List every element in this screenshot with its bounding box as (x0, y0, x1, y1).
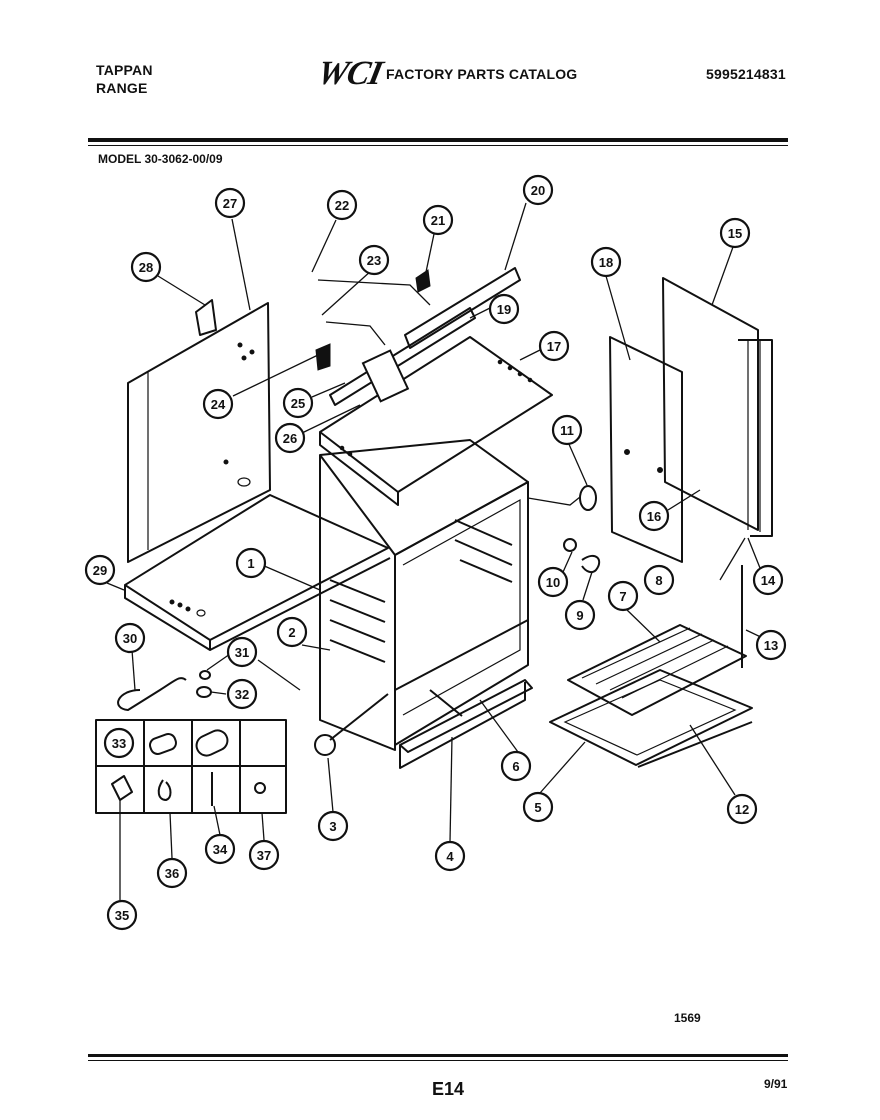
callout-label: 16 (647, 509, 661, 524)
callout-label: 1 (247, 556, 254, 571)
callout-label: 18 (599, 255, 613, 270)
callout-3: 3 (317, 810, 349, 842)
callout-label: 10 (546, 575, 560, 590)
oven-body (319, 439, 529, 751)
callout-20: 20 (522, 174, 554, 206)
callout-label: 2 (288, 625, 295, 640)
leader-lines (106, 202, 768, 900)
callout-11: 11 (551, 414, 583, 446)
callout-label: 5 (534, 800, 541, 815)
callout-label: 35 (115, 908, 129, 923)
callout-label: 27 (223, 196, 237, 211)
callout-label: 7 (619, 589, 626, 604)
callout-label: 13 (764, 638, 778, 653)
small-parts (117, 485, 753, 768)
callout-15: 15 (719, 217, 751, 249)
callout-label: 34 (213, 842, 228, 857)
callout-13: 13 (755, 629, 787, 661)
catalog-title: FACTORY PARTS CATALOG (386, 66, 578, 82)
callout-33: 33 (103, 727, 135, 759)
callout-27: 27 (214, 187, 246, 219)
model-number: MODEL 30-3062-00/09 (98, 152, 223, 166)
callout-29: 29 (84, 554, 116, 586)
callout-label: 12 (735, 802, 749, 817)
callout-label: 23 (367, 253, 381, 268)
callout-30: 30 (114, 622, 146, 654)
callout-2: 2 (276, 616, 308, 648)
callout-1: 1 (235, 547, 267, 579)
header-rule-thick (88, 138, 788, 142)
callout-label: 4 (446, 849, 454, 864)
callout-23: 23 (358, 244, 390, 276)
callout-37: 37 (248, 839, 280, 871)
callout-17: 17 (538, 330, 570, 362)
base-pan (124, 494, 391, 651)
page-code: E14 (432, 1079, 465, 1099)
gas-manifold (195, 267, 521, 406)
callout-label: 24 (211, 397, 226, 412)
callout-25: 25 (282, 387, 314, 419)
callout-26: 26 (274, 422, 306, 454)
callout-label: 17 (547, 339, 561, 354)
catalog-part-number: 5995214831 (706, 66, 786, 82)
footer-rule-thick (88, 1054, 788, 1057)
callout-6: 6 (500, 750, 532, 782)
side-panels (609, 277, 773, 563)
callout-label: 19 (497, 302, 511, 317)
callout-34: 34 (204, 833, 236, 865)
callout-16: 16 (638, 500, 670, 532)
callout-9: 9 (564, 599, 596, 631)
callout-label: 21 (431, 213, 445, 228)
accessory-parts-box (95, 719, 287, 814)
callout-label: 31 (235, 645, 249, 660)
callout-label: 26 (283, 431, 297, 446)
brand-line-1: TAPPAN (96, 62, 153, 78)
broiler-compartment (394, 619, 533, 769)
callout-35: 35 (106, 899, 138, 931)
callout-label: 8 (655, 573, 662, 588)
callout-32: 32 (226, 678, 258, 710)
callout-28: 28 (130, 251, 162, 283)
callout-19: 19 (488, 293, 520, 325)
callout-label: 33 (112, 736, 126, 751)
callout-22: 22 (326, 189, 358, 221)
callout-8: 8 (643, 564, 675, 596)
callout-label: 29 (93, 563, 107, 578)
brand-line-2: RANGE (96, 80, 148, 96)
callout-18: 18 (590, 246, 622, 278)
callout-label: 36 (165, 866, 179, 881)
callout-label: 30 (123, 631, 137, 646)
callout-7: 7 (607, 580, 639, 612)
callout-label: 6 (512, 759, 519, 774)
revision-date: 9/91 (764, 1077, 788, 1091)
back-panel (127, 302, 271, 563)
drawing-number: 1569 (674, 1011, 701, 1025)
callout-5: 5 (522, 791, 554, 823)
callout-36: 36 (156, 857, 188, 889)
callout-label: 9 (576, 608, 583, 623)
broiler-pan (549, 669, 753, 766)
callout-4: 4 (434, 840, 466, 872)
callout-label: 20 (531, 183, 545, 198)
callout-14: 14 (752, 564, 784, 596)
callout-label: 3 (329, 819, 336, 834)
callout-label: 15 (728, 226, 742, 241)
callout-label: 22 (335, 198, 349, 213)
callout-12: 12 (726, 793, 758, 825)
callout-10: 10 (537, 566, 569, 598)
callout-label: 14 (761, 573, 776, 588)
callout-21: 21 (422, 204, 454, 236)
footer-rule-thin (88, 1060, 788, 1061)
callout-24: 24 (202, 388, 234, 420)
callout-label: 37 (257, 848, 271, 863)
callout-label: 11 (560, 423, 574, 438)
header-rule-thin (88, 145, 788, 146)
callout-label: 32 (235, 687, 249, 702)
callout-label: 28 (139, 260, 153, 275)
callout-label: 25 (291, 396, 305, 411)
top-frame (319, 336, 553, 506)
callout-31: 31 (226, 636, 258, 668)
